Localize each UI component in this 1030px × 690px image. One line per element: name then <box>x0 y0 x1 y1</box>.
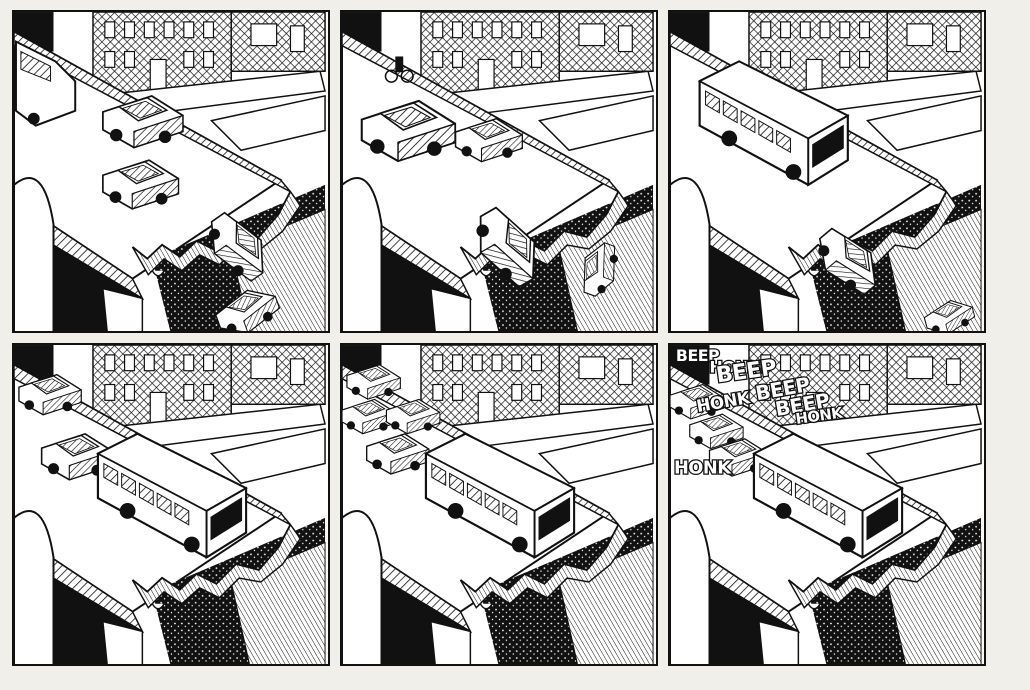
sfx-honk: HONK <box>674 458 732 478</box>
van <box>14 40 77 127</box>
panel-3 <box>668 10 986 333</box>
panel-4-art <box>14 345 327 664</box>
panel-1-art <box>14 12 327 331</box>
panel-6-art: BEEP HONK BEEP HONK BEEP BEEP HONK HONK <box>670 345 983 664</box>
panel-2 <box>340 10 658 333</box>
panel-5 <box>340 343 658 666</box>
panel-3-art <box>670 12 983 331</box>
panel-2-art <box>342 12 655 331</box>
panel-1 <box>12 10 330 333</box>
panel-4 <box>12 343 330 666</box>
cyclist <box>384 56 414 83</box>
sfx-honk: HONK <box>709 358 760 377</box>
panel-6: BEEP HONK BEEP HONK BEEP BEEP HONK HONK <box>668 343 986 666</box>
panel-5-art <box>342 345 655 664</box>
sfx-beep: BEEP <box>676 346 719 365</box>
